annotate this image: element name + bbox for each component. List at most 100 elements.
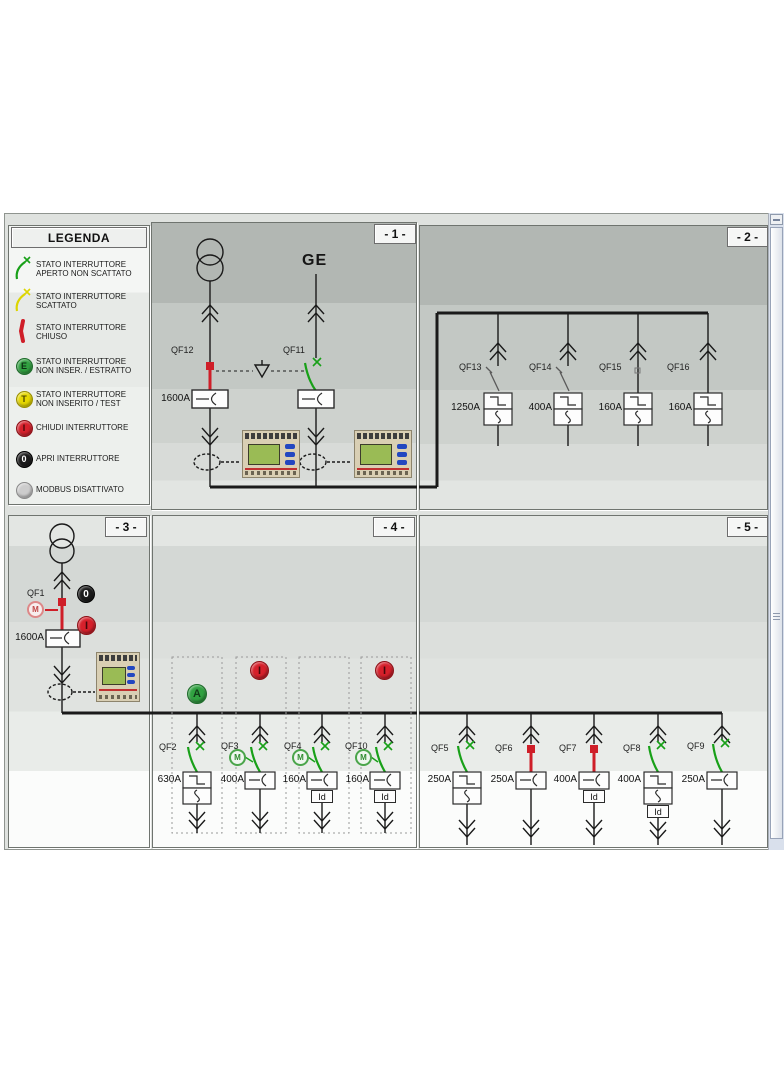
id-protection-box-qf8: Id <box>647 805 669 818</box>
motor-operator-badge-qf3[interactable]: M <box>229 749 246 766</box>
legend-item-label: CHIUDI INTERRUTTORE <box>36 423 129 433</box>
rating-label-qf13: 1250A <box>451 402 480 413</box>
meter-buttons <box>127 666 135 687</box>
legend-item-label: STATO INTERRUTTORE SCATTATO <box>36 291 127 311</box>
id-protection-box-qf7: Id <box>583 790 605 803</box>
feeder-group-outline <box>235 656 287 834</box>
s5-switches-open[interactable] <box>456 738 730 773</box>
qf11-switch-open[interactable] <box>303 357 322 392</box>
breaker-label-qf4: QF4 <box>284 741 302 751</box>
qf14-switch-open[interactable] <box>555 366 570 392</box>
legend-item-label: APRI INTERRUTTORE <box>36 454 120 464</box>
meter-bottom-ticks <box>99 695 137 699</box>
rating-label-qf2: 630A <box>157 774 181 785</box>
legend-item: MODBUS DISATTIVATO <box>12 480 144 500</box>
current-transformer-icon <box>299 453 327 471</box>
s4-breaker-boxes[interactable] <box>182 771 401 805</box>
ammeter-button-qf2[interactable]: A <box>187 684 207 704</box>
motor-operator-badge-qf4[interactable]: M <box>292 749 309 766</box>
legend-item: I CHIUDI INTERRUTTORE <box>12 418 144 438</box>
rating-label-qf10: 160A <box>345 774 369 785</box>
section-4-header[interactable]: - 4 - <box>373 517 415 537</box>
rating-label-qf1: 1600A <box>15 632 44 643</box>
s4-switches-open[interactable] <box>186 741 393 773</box>
legend-item-label: MODBUS DISATTIVATO <box>36 485 124 495</box>
transformer-icon <box>196 254 224 282</box>
meter-bottom-ticks <box>357 471 409 475</box>
transformer-icon <box>49 538 75 564</box>
current-transformer-icon <box>47 683 73 701</box>
close-breaker-button-qf1[interactable]: I <box>77 616 96 635</box>
rating-label-qf5: 250A <box>427 774 451 785</box>
qf7-state-closed[interactable] <box>590 745 598 772</box>
rating-label-qf15: 160A <box>598 402 622 413</box>
s2-wiring <box>419 311 717 489</box>
s5-wiring <box>419 711 731 845</box>
legend-item-label: STATO INTERRUTTORE APERTO NON SCATTATO <box>36 259 132 279</box>
rating-label-qf6: 250A <box>490 774 514 785</box>
section-1-header[interactable]: - 1 - <box>374 224 416 244</box>
legend-item: E STATO INTERRUTTORE NON INSER. / ESTRAT… <box>12 351 144 381</box>
breaker-label-qf16: QF16 <box>667 362 690 372</box>
close-breaker-button-qf3[interactable]: I <box>250 661 269 680</box>
qf11-breaker-box[interactable] <box>297 389 335 409</box>
breaker-label-qf2: QF2 <box>159 742 177 752</box>
vertical-scrollbar[interactable] <box>768 213 784 850</box>
extracted-state-icon: E <box>12 357 36 375</box>
section-5-header[interactable]: - 5 - <box>727 517 768 537</box>
s1-wiring <box>193 238 417 489</box>
section-3-header[interactable]: - 3 - <box>105 517 147 537</box>
breaker-label-qf5: QF5 <box>431 743 449 753</box>
rating-label-qf12: 1600A <box>161 393 190 404</box>
legend-item-label: STATO INTERRUTTORE NON INSER. / ESTRATTO <box>36 356 132 376</box>
rating-label-qf3: 400A <box>220 774 244 785</box>
legend-item: STATO INTERRUTTORE SCATTATO <box>12 287 144 315</box>
close-breaker-button-qf10[interactable]: I <box>375 661 394 680</box>
scroll-up-button[interactable] <box>770 214 783 225</box>
legend-item: T STATO INTERRUTTORE NON INSERITO / TEST <box>12 384 144 414</box>
qf1-state-closed[interactable] <box>45 598 66 630</box>
s5-breaker-boxes[interactable] <box>452 771 738 805</box>
meter-lcd-screen <box>360 444 392 465</box>
feeder-group-outline <box>298 656 350 834</box>
id-protection-box-qf10: Id <box>374 790 396 803</box>
scroll-thumb[interactable] <box>770 227 783 839</box>
breaker-label-qf6: QF6 <box>495 743 513 753</box>
current-transformer-icon <box>193 453 221 471</box>
qf1-breaker-box[interactable] <box>45 629 81 648</box>
qf6-state-closed[interactable] <box>527 745 535 772</box>
qf12-breaker-box[interactable] <box>191 389 229 409</box>
qf13-switch-open[interactable] <box>485 366 500 392</box>
rating-label-qf14: 400A <box>528 402 552 413</box>
meter-terminal-strip <box>245 433 297 439</box>
meter-bottom-ticks <box>245 471 297 475</box>
qf15-state[interactable] <box>634 367 641 374</box>
meter-buttons <box>285 444 295 468</box>
power-meter-qf12[interactable] <box>242 430 300 478</box>
s2-breaker-boxes[interactable] <box>483 392 723 426</box>
motor-operator-badge-qf1[interactable]: M <box>27 601 44 618</box>
breaker-label-qf10: QF10 <box>345 741 368 751</box>
motor-operator-badge-qf10[interactable]: M <box>355 749 372 766</box>
feeder-group-outline <box>360 656 412 834</box>
meter-buttons <box>397 444 407 468</box>
power-meter-qf1[interactable] <box>96 652 140 702</box>
close-breaker-icon: I <box>12 419 36 437</box>
legend-item: STATO INTERRUTTORE APERTO NON SCATTATO <box>12 255 144 283</box>
section-2-panel <box>419 225 768 510</box>
scroll-thumb-grip <box>773 613 780 621</box>
breaker-label-qf14: QF14 <box>529 362 552 372</box>
meter-red-stripe <box>245 468 297 470</box>
breaker-label-qf8: QF8 <box>623 743 641 753</box>
power-meter-qf11[interactable] <box>354 430 412 478</box>
rating-label-qf7: 400A <box>553 774 577 785</box>
breaker-label-qf11: QF11 <box>283 345 305 355</box>
test-state-icon: T <box>12 390 36 408</box>
open-breaker-button-qf1[interactable]: 0 <box>77 585 95 603</box>
s3-wiring <box>47 523 152 715</box>
qf12-state-closed[interactable] <box>206 362 214 391</box>
generator-label: GE <box>302 252 328 269</box>
section-2-header[interactable]: - 2 - <box>727 227 768 247</box>
modbus-disabled-icon <box>12 481 36 499</box>
